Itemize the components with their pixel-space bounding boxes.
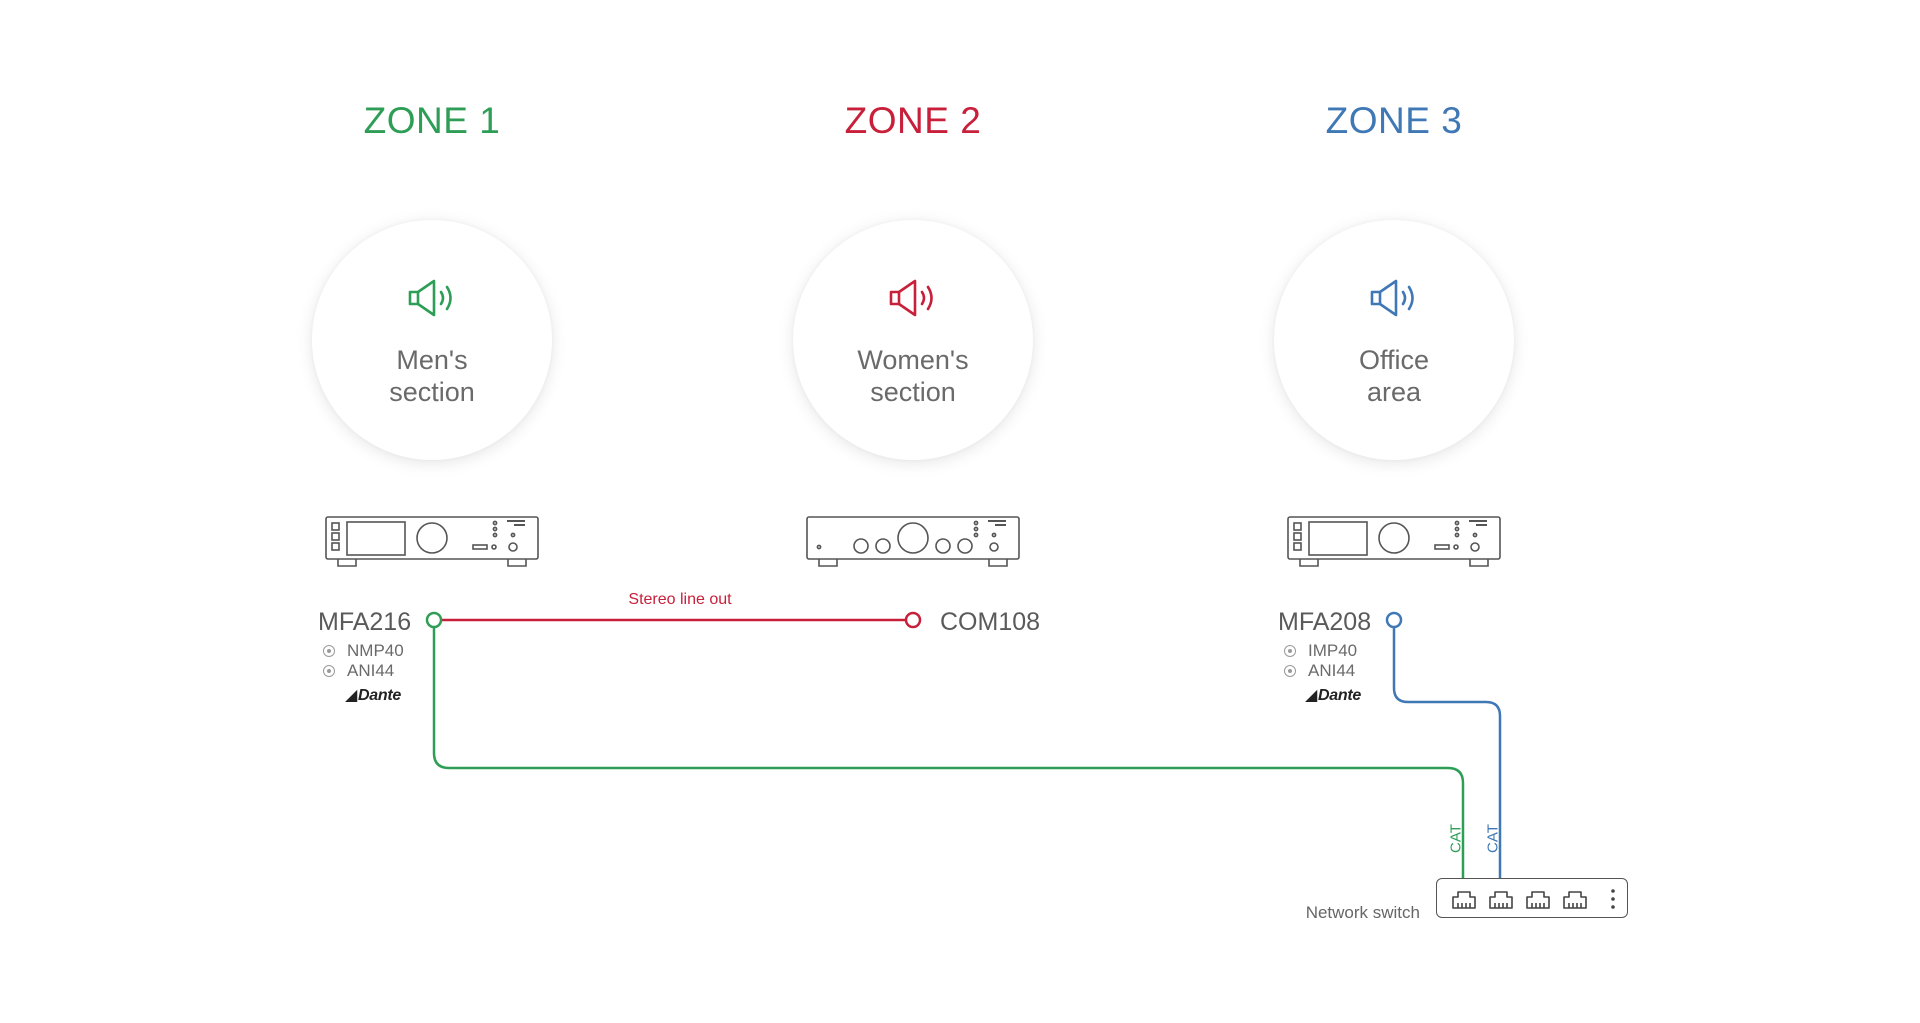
speaker-icon <box>1370 279 1414 317</box>
module-item: ANI44 <box>323 661 394 681</box>
speaker-icon <box>889 279 933 317</box>
module-bullet-icon <box>1284 645 1296 657</box>
zone1-cat-wire <box>432 627 1465 878</box>
mfa216-connector <box>425 611 443 629</box>
ethernet-port-icon <box>1489 891 1513 909</box>
device-name-mfa216: MFA216 <box>318 608 412 636</box>
module-bullet-icon <box>323 665 335 677</box>
zone-2-title: ZONE 2 <box>844 100 982 141</box>
module-item: NMP40 <box>323 641 404 661</box>
zone3-cat-wire <box>1392 627 1502 878</box>
mixer-amplifier-icon <box>1287 516 1501 567</box>
ethernet-port-icon <box>1563 891 1587 909</box>
network-switch-label: Network switch <box>1305 903 1420 922</box>
zone-3-area: Office area <box>1274 220 1514 460</box>
module-bullet-icon <box>323 645 335 657</box>
zone-2-area: Women's section <box>793 220 1033 460</box>
module-bullet-icon <box>1284 665 1296 677</box>
dante-logo: ◢Dante <box>345 687 401 704</box>
device-name-com108: COM108 <box>940 608 1041 636</box>
cat-label-zone1: CAT <box>1447 824 1465 853</box>
module-item: IMP40 <box>1284 641 1357 661</box>
network-switch <box>1436 878 1628 918</box>
ethernet-port-icon <box>1526 891 1550 909</box>
zone-1-title: ZONE 1 <box>363 100 501 141</box>
zone-3-label: Office area <box>1358 345 1430 407</box>
dante-logo: ◢Dante <box>1305 687 1361 704</box>
more-dots-icon <box>1611 889 1615 909</box>
dante-logo-icon: ◢ <box>1305 687 1318 704</box>
dante-logo-icon: ◢ <box>345 687 358 704</box>
ethernet-port-icon <box>1452 891 1476 909</box>
com108-connector <box>904 611 922 629</box>
mixer-amplifier-icon <box>325 516 539 567</box>
mfa208-connector <box>1385 611 1403 629</box>
module-item: ANI44 <box>1284 661 1355 681</box>
pre-amplifier-icon <box>806 516 1020 567</box>
zone-1-area: Men's section <box>312 220 552 460</box>
stereo-line-out-label: Stereo line out <box>628 591 732 608</box>
zone-3-title: ZONE 3 <box>1325 100 1463 141</box>
zone-1-label: Men's section <box>389 345 475 407</box>
zone-2-label: Women's section <box>857 345 969 407</box>
cat-label-zone3: CAT <box>1484 824 1502 853</box>
device-name-mfa208: MFA208 <box>1278 608 1372 636</box>
speaker-icon <box>408 279 452 317</box>
